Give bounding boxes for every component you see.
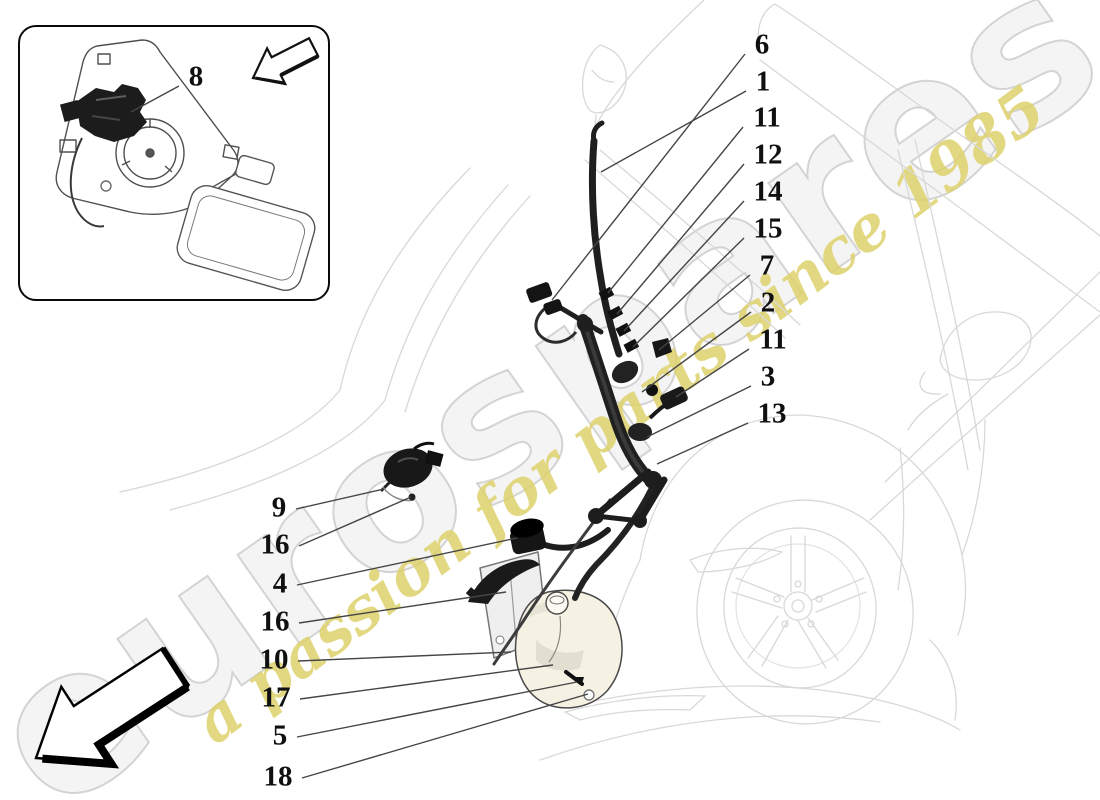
leader-line-16-12: [298, 496, 412, 547]
callout-15-5[interactable]: 15: [753, 212, 783, 245]
main-direction-arrow-icon: [34, 646, 191, 769]
callout-5-17[interactable]: 5: [272, 719, 288, 752]
leader-line-6-0: [551, 53, 746, 301]
leader-line-18-18: [301, 693, 589, 779]
leader-line-16-14: [298, 591, 507, 624]
callout-9-11[interactable]: 9: [271, 491, 287, 524]
callout-14-4[interactable]: 14: [753, 175, 783, 208]
leader-line-11-8: [675, 348, 750, 398]
callout-3-9[interactable]: 3: [760, 360, 776, 393]
callout-2-7[interactable]: 2: [760, 286, 776, 319]
rain-sensor-part: [59, 84, 147, 228]
grommet-part: [509, 518, 611, 555]
callout-11-8[interactable]: 11: [759, 323, 787, 356]
leader-line-1-1: [600, 90, 747, 173]
leader-line-2-7: [641, 311, 752, 393]
leader-line-3-9: [646, 385, 752, 438]
lower-bracket-hose-part: [492, 468, 668, 666]
callout-16-12[interactable]: 16: [260, 528, 290, 561]
callout-17-16[interactable]: 17: [261, 681, 291, 714]
callout-12-3[interactable]: 12: [753, 138, 783, 171]
leader-line-11-2: [607, 126, 744, 294]
callout-11-2[interactable]: 11: [753, 101, 781, 134]
leader-line-15-5: [632, 237, 745, 348]
leader-line-12-3: [616, 163, 745, 315]
leader-line-13-10: [656, 422, 749, 465]
leader-line-17-16: [299, 664, 554, 700]
inset-direction-arrow-icon: [251, 36, 320, 86]
leader-line-8-19: [130, 85, 180, 113]
callout-13-10[interactable]: 13: [757, 397, 787, 430]
leader-line-7-6: [658, 274, 751, 351]
callout-8-19[interactable]: 8: [188, 60, 204, 93]
bracket-strap-part: [465, 559, 540, 604]
leader-line-14-4: [623, 200, 745, 332]
callout-4-13[interactable]: 4: [272, 567, 288, 600]
washer-pump-part: [379, 441, 444, 502]
callout-6-0[interactable]: 6: [754, 28, 770, 61]
leader-line-9-11: [295, 488, 385, 510]
callout-1-1[interactable]: 1: [755, 65, 771, 98]
callout-7-6[interactable]: 7: [759, 249, 775, 282]
leader-line-4-13: [296, 537, 518, 586]
callout-10-15[interactable]: 10: [259, 643, 289, 676]
callout-18-18[interactable]: 18: [263, 760, 293, 793]
washer-reservoir-part: [514, 589, 623, 709]
leader-line-10-15: [297, 651, 512, 662]
callout-16-14[interactable]: 16: [260, 605, 290, 638]
leader-line-5-17: [296, 681, 578, 738]
washer-hose-harness-part: [526, 120, 688, 484]
